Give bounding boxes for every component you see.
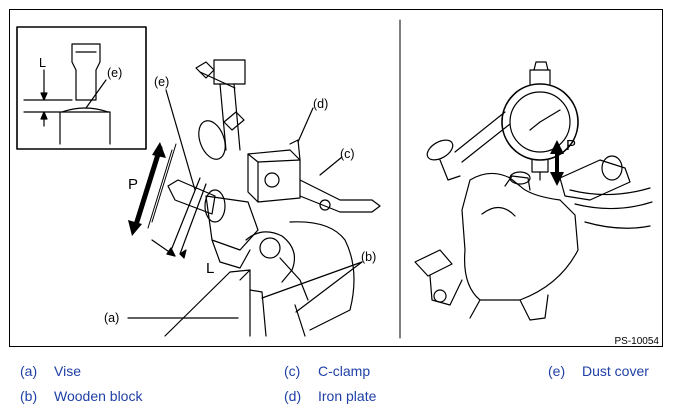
label-e: (e) bbox=[154, 75, 170, 89]
legend-text: Dust cover bbox=[582, 363, 649, 379]
label-a: (a) bbox=[104, 311, 120, 325]
right-assembly bbox=[414, 61, 653, 321]
legend-item-d: (d) Iron plate bbox=[284, 389, 376, 403]
label-b: (b) bbox=[361, 250, 377, 264]
legend-key: (e) bbox=[548, 363, 566, 379]
legend-key: (a) bbox=[20, 363, 38, 379]
figure-id: PS-10054 bbox=[614, 336, 659, 347]
legend-text: Wooden block bbox=[54, 388, 143, 404]
label-P-right: P bbox=[566, 137, 577, 154]
legend-key: (d) bbox=[284, 388, 302, 404]
legend-text: Iron plate bbox=[318, 388, 377, 404]
label-e-inset: (e) bbox=[107, 66, 123, 80]
label-c: (c) bbox=[340, 147, 355, 161]
legend-item-c: (c) C-clamp bbox=[284, 364, 370, 378]
legend-item-a: (a) Vise bbox=[20, 364, 81, 378]
label-d: (d) bbox=[313, 97, 329, 111]
legend-text: C-clamp bbox=[318, 363, 371, 379]
diagram-illustration bbox=[16, 19, 653, 339]
label-L: L bbox=[206, 260, 215, 277]
legend-key: (c) bbox=[284, 363, 301, 379]
left-assembly bbox=[127, 59, 381, 337]
legend-item-e: (e) Dust cover bbox=[548, 364, 649, 378]
label-L-inset: L bbox=[39, 56, 46, 70]
inset-detail bbox=[16, 26, 147, 150]
label-P-left: P bbox=[128, 176, 139, 193]
legend-text: Vise bbox=[54, 363, 81, 379]
legend-key: (b) bbox=[20, 388, 38, 404]
legend-item-b: (b) Wooden block bbox=[20, 389, 142, 403]
